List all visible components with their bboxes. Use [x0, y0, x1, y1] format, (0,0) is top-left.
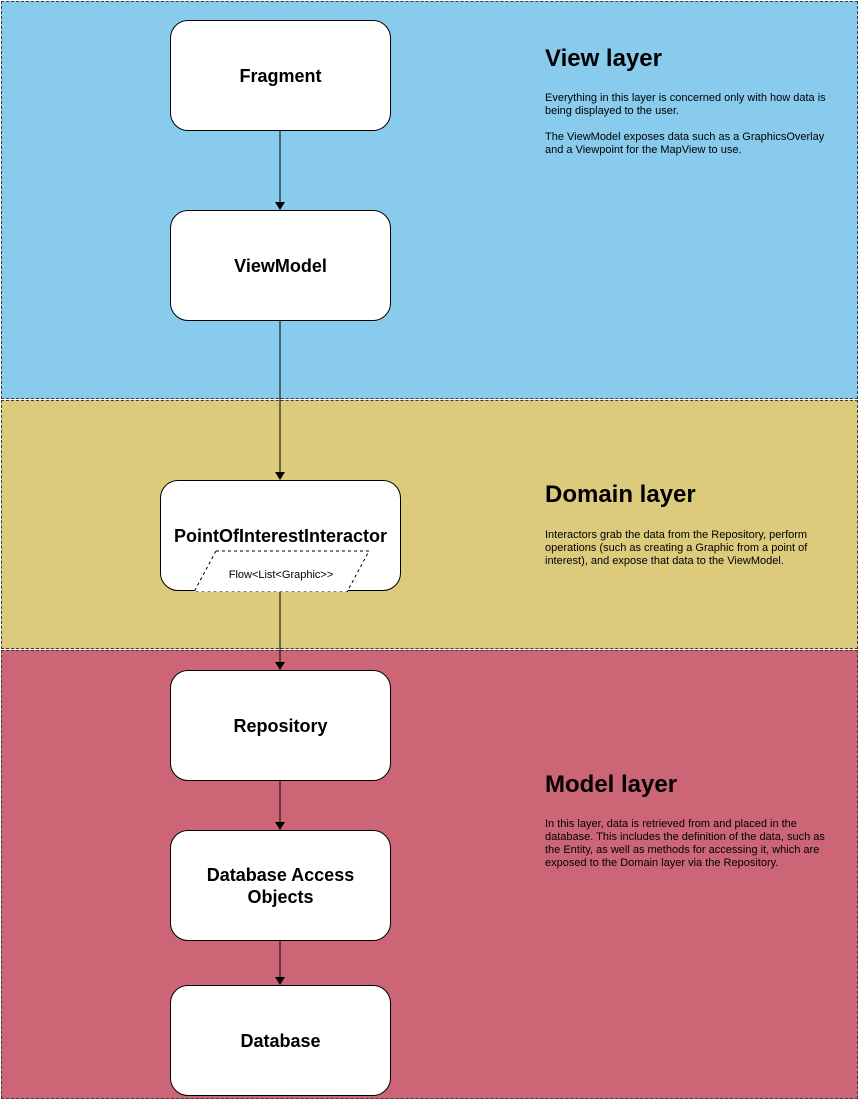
dao-label-line2: Objects	[247, 886, 314, 907]
model-layer-description: In this layer, data is retrieved from an…	[545, 818, 843, 883]
view-layer	[1, 1, 858, 399]
dao-node: Database Access Objects	[170, 830, 391, 941]
flow-label: Flow<List<Graphic>>	[228, 569, 334, 581]
flow-shape	[193, 550, 370, 592]
model-layer-title: Model layer	[545, 771, 678, 798]
domain-layer-desc-1: Interactors grab the data from the Repos…	[545, 529, 808, 567]
dao-label-line1: Database Access	[206, 864, 355, 885]
domain-layer-title: Domain layer	[545, 481, 696, 508]
repository-label: Repository	[233, 715, 328, 736]
interactor-node: PointOfInterestInteractor Flow<List<Grap…	[160, 480, 401, 592]
view-layer-description: Everything in this layer is concerned on…	[545, 92, 843, 170]
database-label: Database	[240, 1030, 321, 1051]
model-layer	[1, 650, 858, 1099]
repository-node: Repository	[170, 670, 391, 781]
interactor-label: PointOfInterestInteractor	[173, 526, 388, 546]
viewmodel-label: ViewModel	[234, 255, 327, 276]
domain-layer-description: Interactors grab the data from the Repos…	[545, 529, 843, 581]
view-layer-title: View layer	[545, 45, 662, 72]
fragment-label: Fragment	[239, 65, 322, 86]
view-layer-desc-2: The ViewModel exposes data such as a Gra…	[545, 131, 825, 156]
model-layer-desc-1: In this layer, data is retrieved from an…	[545, 818, 825, 869]
domain-layer	[1, 400, 858, 649]
database-node: Database	[170, 985, 391, 1096]
view-layer-desc-1: Everything in this layer is concerned on…	[545, 92, 826, 117]
viewmodel-node: ViewModel	[170, 210, 391, 321]
fragment-node: Fragment	[170, 20, 391, 131]
